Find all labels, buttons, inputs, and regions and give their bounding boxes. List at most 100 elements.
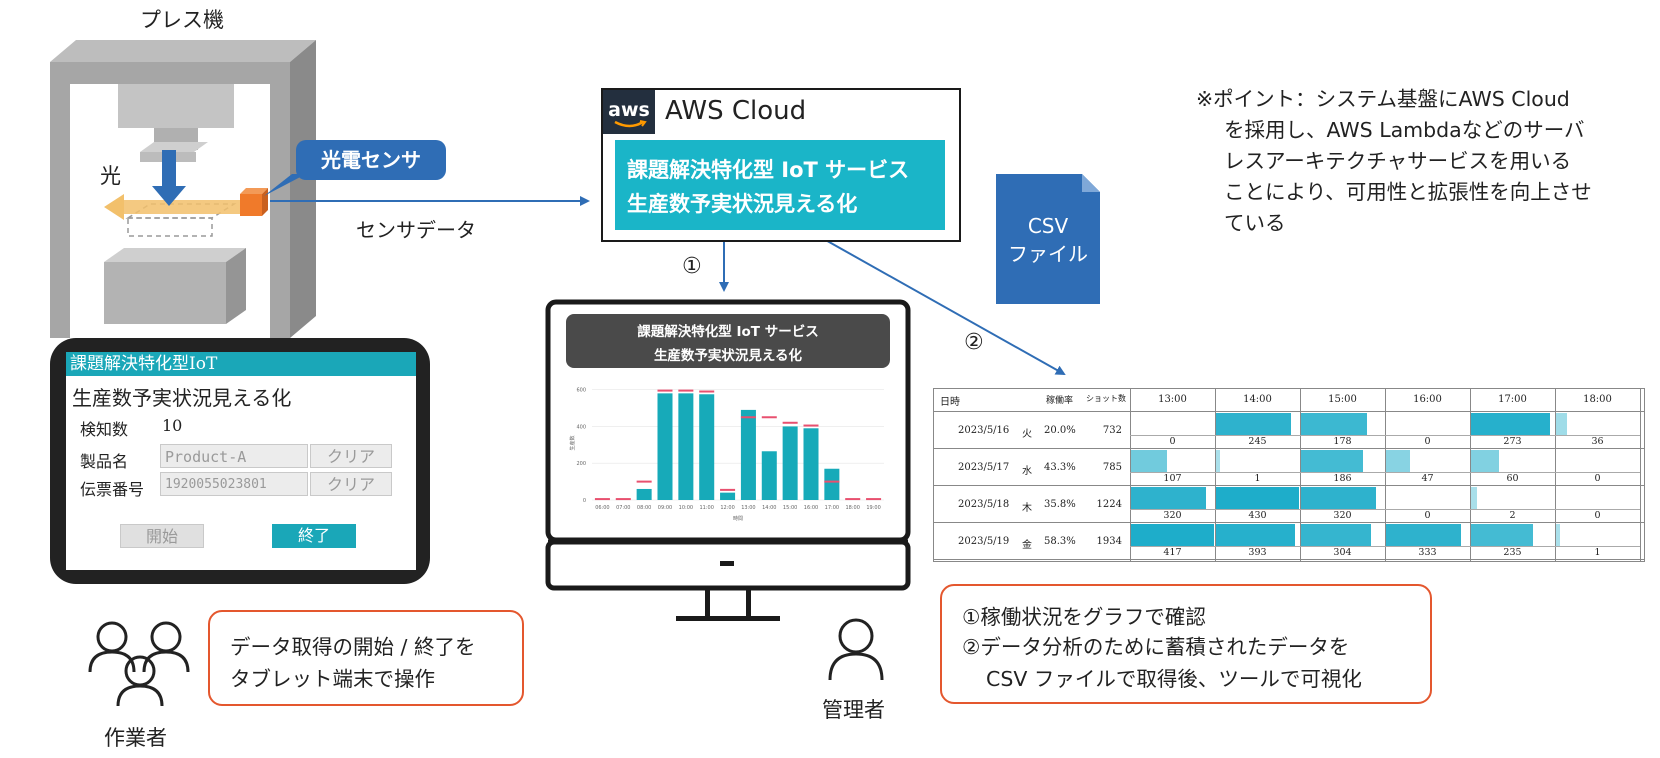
- end-button[interactable]: 終了: [272, 524, 356, 548]
- product-clear-button[interactable]: クリア: [310, 444, 392, 468]
- chart-ytick-label: 600: [576, 388, 586, 394]
- chart-target-mark: [678, 389, 694, 392]
- table-subline: [1215, 546, 1300, 547]
- chart-xtick-label: 14:00: [762, 505, 776, 511]
- chart-ylabel: 生産数: [569, 435, 576, 450]
- table-heat-bar: [1216, 524, 1295, 546]
- table-heat-bar: [1386, 524, 1461, 546]
- point-note-line: ている: [1224, 211, 1286, 235]
- chart-target-mark: [594, 498, 610, 501]
- table-subline: [1470, 509, 1555, 510]
- table-cell-date: 2023/5/16: [958, 425, 1010, 436]
- summary-callout: ①稼働状況をグラフで確認 ②データ分析のために蓄積されたデータを CSV ファイ…: [940, 584, 1432, 704]
- worker-callout-line2: タブレット端末で操作: [230, 667, 435, 691]
- table-subline: [1215, 435, 1300, 436]
- table-cell-rate: 58.3%: [1044, 536, 1076, 547]
- aws-smile-icon: [614, 120, 647, 128]
- table-subline: [1385, 509, 1470, 510]
- press-machine: [50, 40, 316, 338]
- table-subline: [1385, 435, 1470, 436]
- point-note-line: を採用し、AWS Lambdaなどのサーバ: [1224, 118, 1585, 142]
- chart-target-mark: [761, 416, 777, 419]
- table-heat-bar: [1386, 450, 1410, 472]
- table-heat-bar: [1471, 413, 1550, 435]
- detect-value: 10: [162, 416, 183, 435]
- chart-ytick-label: 400: [576, 424, 586, 430]
- table-cell-shots: 1934: [1096, 536, 1122, 547]
- chart-xtick-label: 19:00: [866, 505, 880, 511]
- chart-ytick-label: 200: [576, 461, 586, 467]
- iot-service-line1: 課題解決特化型 IoT サービス: [627, 158, 910, 182]
- table-row-line: [934, 522, 1644, 523]
- worker-label: 作業者: [104, 726, 167, 750]
- worker-callout: データ取得の開始 / 終了を タブレット端末で操作: [208, 610, 524, 706]
- table-cell-rate: 20.0%: [1044, 425, 1076, 436]
- chart-xtick-label: 17:00: [825, 505, 839, 511]
- table-heat-bar: [1216, 487, 1299, 509]
- flow-arrow-2: [821, 237, 1066, 375]
- table-column-line: [1215, 389, 1216, 561]
- table-cell-day: 水: [1022, 466, 1032, 477]
- chart-target-mark: [845, 498, 861, 501]
- monitor-header-line2: 生産数予実状況見える化: [653, 348, 803, 364]
- table-column-line: [1640, 389, 1641, 561]
- table-heat-bar: [1131, 524, 1214, 546]
- monitor-header-line1: 課題解決特化型 IoT サービス: [637, 324, 819, 340]
- table-subline: [1300, 472, 1385, 473]
- table-cell-day: 火: [1022, 429, 1032, 440]
- table-header-shots: ショット数: [1086, 394, 1126, 403]
- summary-line1: ①稼働状況をグラフで確認: [962, 605, 1206, 629]
- table-subline: [1470, 435, 1555, 436]
- table-cell-count: 47: [1421, 473, 1434, 484]
- table-column-line: [1130, 389, 1131, 561]
- table-subline: [1555, 472, 1640, 473]
- slip-label: 伝票番号: [80, 480, 145, 499]
- slip-clear-button[interactable]: クリア: [310, 472, 392, 496]
- table-subline: [1385, 472, 1470, 473]
- chart-xtick-label: 11:00: [700, 505, 714, 511]
- table-column-line: [1555, 389, 1556, 561]
- table-subline: [1130, 509, 1215, 510]
- table-cell-count: 0: [1169, 436, 1176, 447]
- chart-ytick-label: 0: [583, 498, 586, 504]
- chart-bar: [678, 393, 694, 500]
- table-cell-rate: 43.3%: [1044, 462, 1076, 473]
- chart-target-mark: [657, 389, 673, 392]
- table-cell-count: 417: [1163, 547, 1182, 558]
- table-cell-count: 0: [1424, 436, 1431, 447]
- table-subline: [1385, 546, 1470, 547]
- csv-file-line1: CSV: [1027, 214, 1069, 238]
- iot-service-box: 課題解決特化型 IoT サービス 生産数予実状況見える化: [615, 140, 945, 230]
- monitor-header: 課題解決特化型 IoT サービス 生産数予実状況見える化: [566, 314, 890, 368]
- point-note: ※ポイント：システム基盤にAWS Cloud を採用し、AWS Lambdaなど…: [1196, 84, 1592, 239]
- table-cell-shots: 1224: [1096, 499, 1122, 510]
- chart-target-mark: [803, 424, 819, 427]
- table-heat-bar: [1556, 413, 1567, 435]
- summary-line3: CSV ファイルで取得後、ツールで可視化: [986, 667, 1362, 691]
- table-cell-rate: 35.8%: [1044, 499, 1076, 510]
- chart-bar: [720, 492, 736, 500]
- table-cell-count: 60: [1506, 473, 1519, 484]
- chart-xtick-label: 07:00: [616, 505, 630, 511]
- table-cell-shots: 732: [1102, 425, 1122, 436]
- aws-title: AWS Cloud: [665, 96, 807, 126]
- table-cell-count: 333: [1418, 547, 1437, 558]
- table-cell-count: 1: [1594, 547, 1601, 558]
- table-heat-bar: [1471, 487, 1477, 509]
- table-heat-bar: [1216, 413, 1291, 435]
- table-cell-count: 36: [1591, 436, 1604, 447]
- summary-line2: ②データ分析のために蓄積されたデータを: [962, 635, 1350, 659]
- start-button[interactable]: 開始: [120, 524, 204, 548]
- table-subline: [1555, 546, 1640, 547]
- table-cell-count: 0: [1594, 473, 1601, 484]
- slip-input[interactable]: 1920055023801: [160, 472, 308, 496]
- table-subline: [1470, 472, 1555, 473]
- chart-bar: [782, 426, 798, 500]
- chart-xtick-label: 12:00: [720, 505, 734, 511]
- chart-xtick-label: 15:00: [783, 505, 797, 511]
- chart-xlabel: 時間: [733, 516, 743, 522]
- product-input[interactable]: Product-A: [160, 444, 308, 468]
- table-cell-day: 金: [1022, 540, 1032, 551]
- chart-xtick-label: 09:00: [658, 505, 672, 511]
